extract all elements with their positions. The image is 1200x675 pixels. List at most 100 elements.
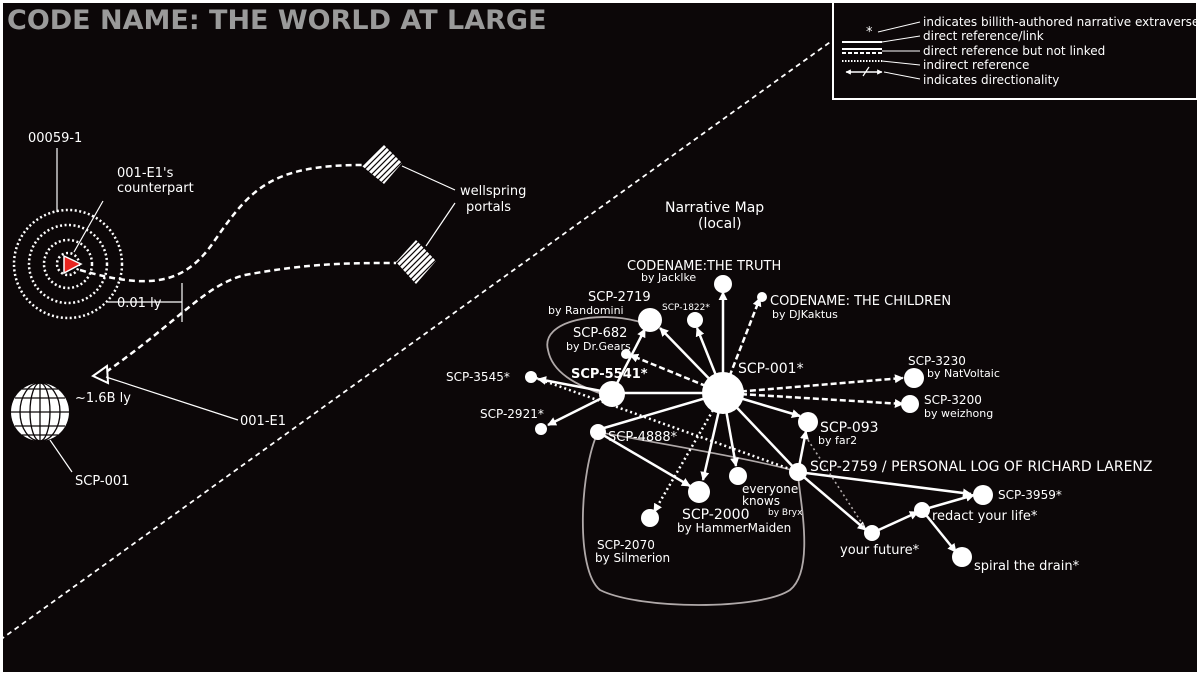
label-wellspring-line1: wellspring [460, 184, 526, 199]
label-distance-small: 0.01 ly [117, 296, 162, 311]
label-scp-2921: SCP-2921* [480, 407, 544, 421]
grey-loop-small [546, 316, 641, 396]
label-scp-3545: SCP-3545* [446, 370, 510, 384]
edge-redact-spiral [921, 509, 957, 553]
node-redact-your-life [914, 502, 930, 518]
wellspring-portal-upper-icon [362, 145, 402, 184]
node-codename-children [757, 292, 767, 302]
legend-item-indirect: indirect reference [923, 58, 1029, 72]
label-distance-large: ~1.6B ly [75, 391, 131, 406]
node-scp-001 [702, 372, 744, 414]
node-scp-2000 [688, 481, 710, 503]
legend-item-extraverse: indicates billith-authored narrative ext… [923, 15, 1199, 29]
label-scp-093-by: by far2 [818, 434, 857, 447]
path-e1-to-lower-portal [105, 261, 397, 374]
edge-redact-3959 [921, 492, 975, 512]
edge-2759-future-indirect [807, 439, 866, 529]
narrative-heading-line1: Narrative Map [665, 200, 764, 216]
label-codename-children-by: by DJKaktus [772, 308, 838, 321]
ring-inner [42, 238, 94, 290]
label-everyone-line2: knows [742, 494, 780, 508]
label-redact-your-life: redact your life* [932, 509, 1038, 524]
label-00059-1: 00059-1 [28, 131, 82, 146]
globe-icon [11, 382, 69, 442]
narrative-heading-line2: (local) [698, 216, 742, 232]
label-scp-3200: SCP-3200 [924, 393, 982, 407]
e1-marker-icon [91, 364, 110, 385]
legend: * indicates billith-authored narrative e… [832, 1, 1199, 100]
label-scp-2719: SCP-2719 [588, 290, 651, 305]
node-scp-3959 [973, 485, 993, 505]
label-spiral-the-drain: spiral the drain* [974, 559, 1080, 574]
label-scp-2719-by: by Randomini [548, 304, 624, 317]
ring-mid [27, 223, 109, 305]
edge-001-682 [629, 353, 724, 395]
label-scp-3230-by: by NatVoltaic [927, 367, 1000, 380]
label-scp-3230: SCP-3230 [908, 354, 966, 368]
node-codename-truth [714, 275, 732, 293]
label-codename-truth: CODENAME:THE TRUTH [627, 259, 781, 274]
node-everyone-knows [729, 467, 747, 485]
node-spiral-the-drain [952, 547, 972, 567]
node-scp-3200 [901, 395, 919, 413]
ring-outer [12, 208, 124, 320]
diagonal-divider [0, 39, 834, 641]
legend-star-symbol: * [866, 25, 873, 40]
legend-item-directionality: indicates directionality [923, 73, 1059, 87]
label-scp-2759: SCP-2759 / PERSONAL LOG OF RICHARD LAREN… [810, 459, 1153, 475]
grey-link-4888-2759 [597, 431, 799, 473]
grey-loop-large [581, 431, 806, 606]
label-scp-4888: SCP-4888* [608, 430, 678, 445]
node-scp-5541 [599, 381, 625, 407]
node-scp-3230 [904, 368, 924, 388]
label-scp-2000: SCP-2000 [682, 507, 749, 523]
left-map: 00059-1 001-E1's counterpart wellspring … [11, 131, 526, 489]
node-scp-682 [621, 349, 631, 359]
legend-item-direct-link: direct reference/link [923, 29, 1044, 43]
node-scp-1822 [687, 312, 703, 328]
node-scp-093 [798, 412, 818, 432]
label-scp-001-globe: SCP-001 [75, 474, 129, 489]
node-scp-2921 [535, 423, 547, 435]
label-scp-001-narrative: SCP-001* [738, 361, 804, 377]
label-counterpart-line2: counterpart [117, 181, 194, 196]
edge-2759-future [797, 471, 867, 531]
label-001-e1: 001-E1 [240, 414, 286, 429]
node-scp-4888 [590, 424, 606, 440]
edge-001-3230 [722, 374, 904, 395]
label-scp-2070-by: by Silmerion [595, 551, 670, 565]
node-your-future [864, 525, 880, 541]
label-wellspring-line2: portals [466, 200, 511, 215]
label-scp-093: SCP-093 [820, 420, 879, 436]
label-scp-1822: SCP-1822* [662, 303, 710, 313]
label-scp-3200-by: by weizhong [924, 407, 993, 420]
label-scp-2070: SCP-2070 [597, 538, 655, 552]
edge-001-children [721, 297, 762, 394]
edge-001-3200 [722, 391, 904, 408]
label-scp-682: SCP-682 [573, 326, 627, 341]
edge-3545-2759 [535, 376, 799, 474]
page-title: CODE NAME: THE WORLD AT LARGE [7, 5, 547, 36]
label-your-future: your future* [840, 543, 920, 558]
node-scp-3545 [525, 371, 537, 383]
label-scp-3959: SCP-3959* [998, 488, 1062, 502]
path-counterpart-to-upper-portal [79, 163, 363, 283]
narrative-map: Narrative Map (local) [446, 200, 1153, 606]
node-scp-2759 [789, 463, 807, 481]
label-codename-truth-by: by Jacklke [641, 271, 696, 284]
diagram-canvas [3, 3, 1197, 672]
node-scp-2719 [638, 308, 662, 332]
label-scp-2000-by: by HammerMaiden [677, 521, 791, 535]
wellspring-portal-lower-icon [396, 240, 436, 284]
label-counterpart-line1: 001-E1's [117, 166, 174, 181]
legend-item-direct-not-linked: direct reference but not linked [923, 44, 1105, 58]
label-codename-children: CODENAME: THE CHILDREN [770, 294, 951, 309]
node-scp-2070 [641, 509, 659, 527]
label-scp-5541: SCP-5541* [571, 367, 648, 382]
label-everyone-by: by Bryx [768, 508, 803, 518]
edge-future-redact [871, 510, 919, 535]
label-scp-682-by: by Dr.Gears [566, 340, 631, 353]
counterpart-marker-icon [63, 254, 83, 275]
